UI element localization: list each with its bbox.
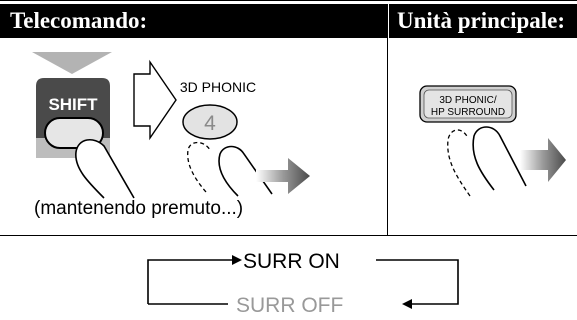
unit-finger-ghost-icon	[447, 129, 471, 197]
instruction-frame	[0, 0, 577, 236]
press-down-arrow-icon	[32, 52, 112, 74]
hold-caption: (mantenendo premuto...)	[34, 198, 244, 219]
phonic-number: 4	[204, 112, 216, 135]
state-on-label: SURR ON	[243, 250, 340, 273]
unit-motion-arrow-icon	[520, 138, 566, 182]
phonic-label: 3D PHONIC	[180, 79, 256, 95]
step-arrow-icon	[133, 59, 177, 141]
unit-button-line2: HP SURROUND	[431, 107, 505, 118]
surround-cycle-diagram: SURR ON SURR OFF	[147, 250, 459, 317]
cycle-arrow-on-icon	[232, 255, 242, 265]
panel-divider	[387, 38, 388, 236]
motion-arrow-icon	[256, 158, 310, 194]
unit-button-line1: 3D PHONIC/	[439, 95, 496, 106]
finger-ghost-icon	[187, 141, 211, 193]
remote-header: Telecomando:	[0, 4, 388, 38]
number-4-button: 4	[182, 104, 238, 140]
main-unit-header: Unità principale:	[389, 4, 577, 38]
phonic-surround-button: 3D PHONIC/ HP SURROUND	[419, 85, 517, 123]
state-off-label: SURR OFF	[236, 294, 343, 317]
cycle-arrow-off-icon	[402, 299, 412, 309]
shift-button: SHIFT	[36, 78, 110, 158]
finger-shift-icon	[75, 139, 135, 199]
unit-finger-press-icon	[472, 126, 527, 191]
finger-press-icon	[218, 145, 273, 197]
shift-label: SHIFT	[48, 95, 98, 114]
